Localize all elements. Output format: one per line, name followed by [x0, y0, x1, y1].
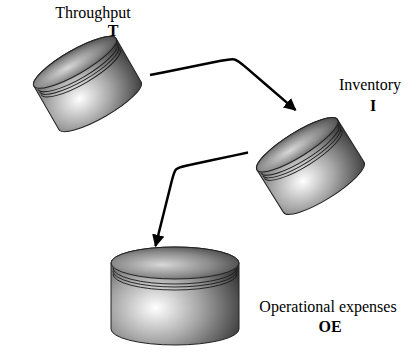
cylinder-body [111, 247, 239, 345]
cylinder-ring [113, 271, 237, 287]
cylinder-ring [263, 127, 347, 185]
cylinder-store: Operational expensesOE [110, 246, 240, 346]
cylinder-body [28, 28, 147, 140]
cylinder-store: InventoryI [248, 110, 373, 222]
cylinder-top [111, 247, 239, 279]
cylinder-ring [113, 274, 237, 290]
store-symbol: T [108, 22, 119, 40]
flow-arrow [156, 153, 249, 246]
store-label: Throughput [55, 4, 131, 22]
cylinder-ring [38, 44, 123, 100]
cylinder-ring [264, 130, 348, 188]
store-label: Operational expenses [259, 298, 396, 316]
cylinder-store: ThroughputT [25, 28, 150, 140]
cylinder-ring [40, 47, 125, 103]
store-symbol: OE [318, 318, 341, 336]
cylinder-shape [25, 28, 150, 140]
cylinder-shape [110, 246, 240, 346]
store-symbol: I [370, 97, 376, 115]
cylinder-shape [248, 110, 373, 222]
cylinder-ring [41, 49, 126, 105]
cylinder-ring [261, 125, 345, 183]
cylinder-ring [113, 268, 237, 284]
flow-arrow [150, 59, 296, 110]
store-label: Inventory [339, 76, 401, 94]
cylinder-body [251, 109, 371, 222]
